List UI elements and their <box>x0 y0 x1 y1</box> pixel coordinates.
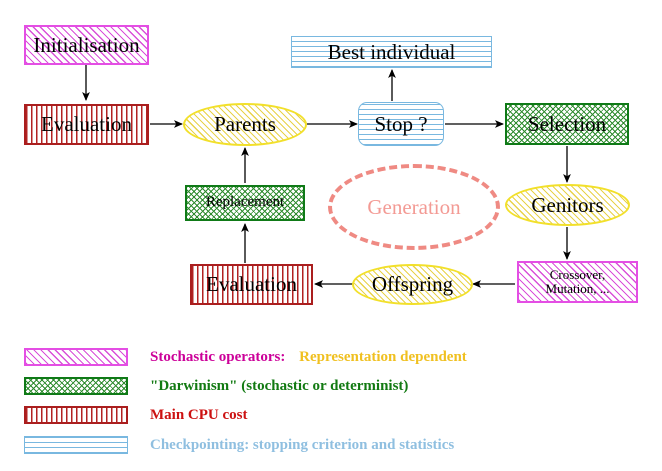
node-evaluation-top-label: Evaluation <box>41 112 132 137</box>
legend-text-darwinism-primary: "Darwinism" (stochastic or determinist) <box>150 377 409 394</box>
annotation-generation: Generation <box>328 164 500 250</box>
node-selection-label: Selection <box>527 111 607 136</box>
legend-swatch-green-crosshatch <box>24 377 128 395</box>
legend-row-stochastic-operators: Stochastic operators: Representation dep… <box>24 348 467 366</box>
node-evaluation-top[interactable]: Evaluation <box>24 104 149 145</box>
node-replacement-label: Replacement <box>205 194 285 211</box>
legend-text-stochastic-operators: Stochastic operators: Representation dep… <box>150 349 467 366</box>
legend-row-checkpointing: Checkpointing: stopping criterion and st… <box>24 436 454 454</box>
node-crossover-label-line2: Mutation, ... <box>545 281 610 296</box>
legend-text-main-cpu-cost: Main CPU cost <box>150 407 248 424</box>
node-replacement[interactable]: Replacement <box>185 185 305 221</box>
legend-text-checkpointing: Checkpointing: stopping criterion and st… <box>150 437 454 454</box>
node-genitors-label: Genitors <box>531 192 604 217</box>
node-crossover-label-line1: Crossover, <box>549 267 606 283</box>
node-initialisation[interactable]: Initialisation <box>24 25 149 65</box>
legend-swatch-magenta-hatch <box>24 348 128 366</box>
node-evaluation-bottom-label: Evaluation <box>206 272 297 297</box>
node-best-individual[interactable]: Best individual <box>291 36 492 68</box>
node-stop-label: Stop ? <box>374 111 428 136</box>
node-selection[interactable]: Selection <box>505 103 629 145</box>
node-stop[interactable]: Stop ? <box>358 102 444 146</box>
node-evaluation-bottom[interactable]: Evaluation <box>190 264 313 305</box>
legend-text-darwinism: "Darwinism" (stochastic or determinist) <box>150 378 408 395</box>
node-parents-label: Parents <box>214 112 276 137</box>
legend-row-darwinism: "Darwinism" (stochastic or determinist) <box>24 377 408 395</box>
node-offspring-label: Offspring <box>371 272 454 297</box>
node-offspring[interactable]: Offspring <box>352 264 473 305</box>
legend-text-stochastic-secondary: Representation dependent <box>299 348 467 365</box>
legend-text-checkpointing-primary: Checkpointing: stopping criterion and st… <box>150 436 455 453</box>
node-best-individual-label: Best individual <box>327 39 456 64</box>
legend-text-stochastic-primary: Stochastic operators: <box>150 348 286 365</box>
legend-swatch-blue-horizontal <box>24 436 128 454</box>
legend-swatch-red-vertical <box>24 406 128 424</box>
node-initialisation-label: Initialisation <box>33 32 140 57</box>
node-parents[interactable]: Parents <box>183 103 307 146</box>
legend-text-cpu-primary: Main CPU cost <box>150 406 248 423</box>
legend-row-main-cpu-cost: Main CPU cost <box>24 406 248 424</box>
node-crossover-mutation[interactable]: Crossover, Mutation, ... <box>517 261 638 303</box>
node-genitors[interactable]: Genitors <box>505 184 630 226</box>
annotation-generation-label: Generation <box>367 194 461 219</box>
